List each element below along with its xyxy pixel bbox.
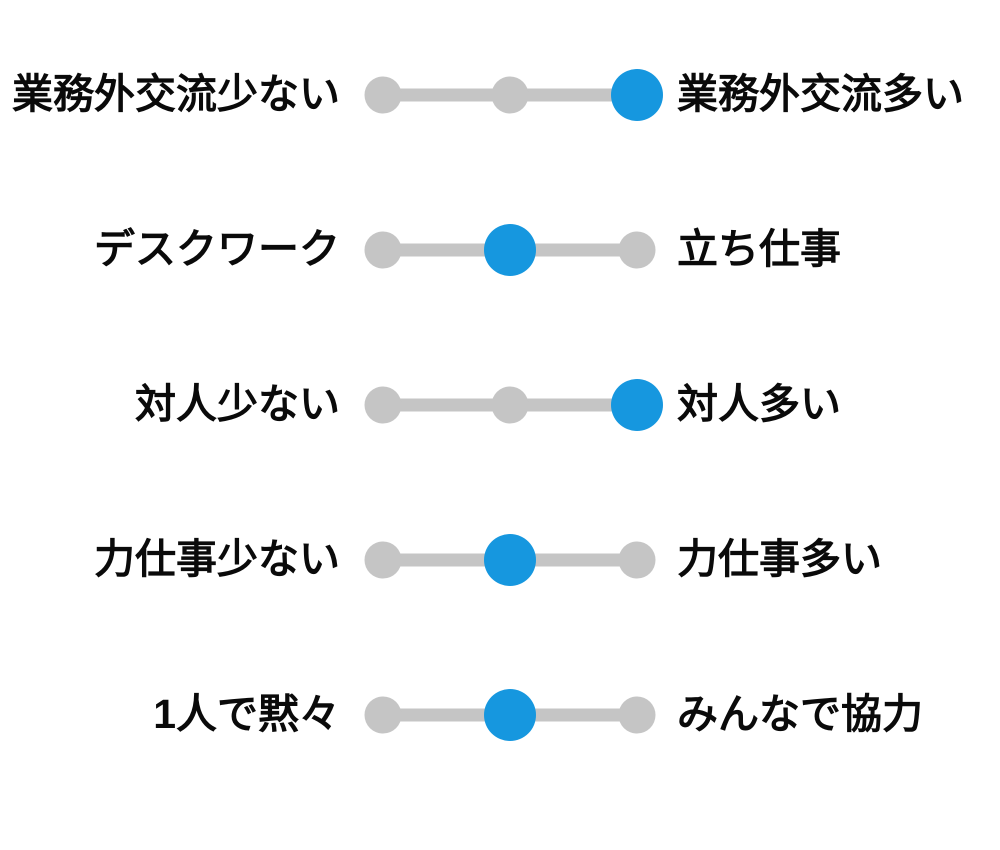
scale-dot-left — [364, 231, 402, 268]
scale-right-label: 業務外交流多い — [677, 71, 964, 117]
scale-left-label: デスクワーク — [94, 226, 340, 272]
scale-right-label: 立ち仕事 — [677, 226, 841, 272]
scale-list: 業務外交流少ない 業務外交流多い デスクワーク 立ち仕事 対人少ない 対人多い … — [0, 17, 1000, 792]
scale-row: 対人少ない 対人多い — [0, 327, 1000, 482]
scale-dot-right — [618, 696, 656, 733]
scale-track — [364, 685, 656, 745]
scale-dot-left — [364, 76, 402, 113]
scale-row: デスクワーク 立ち仕事 — [0, 172, 1000, 327]
scale-right-label: 力仕事多い — [677, 536, 882, 582]
scale-row: 業務外交流少ない 業務外交流多い — [0, 17, 1000, 172]
scale-right-label: 対人多い — [677, 381, 841, 427]
scale-left-label: 業務外交流少ない — [12, 71, 340, 117]
scale-dot-middle — [484, 688, 536, 741]
scale-track — [364, 530, 656, 590]
scale-dot-right — [618, 231, 656, 268]
scale-dot-middle — [484, 533, 536, 586]
scale-right-label: みんなで協力 — [677, 691, 923, 737]
scale-dot-left — [364, 696, 402, 733]
scale-track — [364, 65, 663, 125]
scale-row: 1人で黙々 みんなで協力 — [0, 637, 1000, 792]
scale-dot-middle — [491, 76, 529, 113]
scale-left-label: 1人で黙々 — [153, 691, 340, 737]
scale-left-label: 力仕事少ない — [94, 536, 340, 582]
scale-dot-middle — [491, 386, 529, 423]
scale-dot-left — [364, 541, 402, 578]
scale-dot-right — [611, 378, 663, 431]
scale-dot-right — [611, 68, 663, 121]
scale-dot-middle — [484, 223, 536, 276]
scale-track — [364, 375, 663, 435]
scale-track — [364, 220, 656, 280]
scale-row: 力仕事少ない 力仕事多い — [0, 482, 1000, 637]
scale-dot-left — [364, 386, 402, 423]
scale-left-label: 対人少ない — [135, 381, 340, 427]
scale-dot-right — [618, 541, 656, 578]
